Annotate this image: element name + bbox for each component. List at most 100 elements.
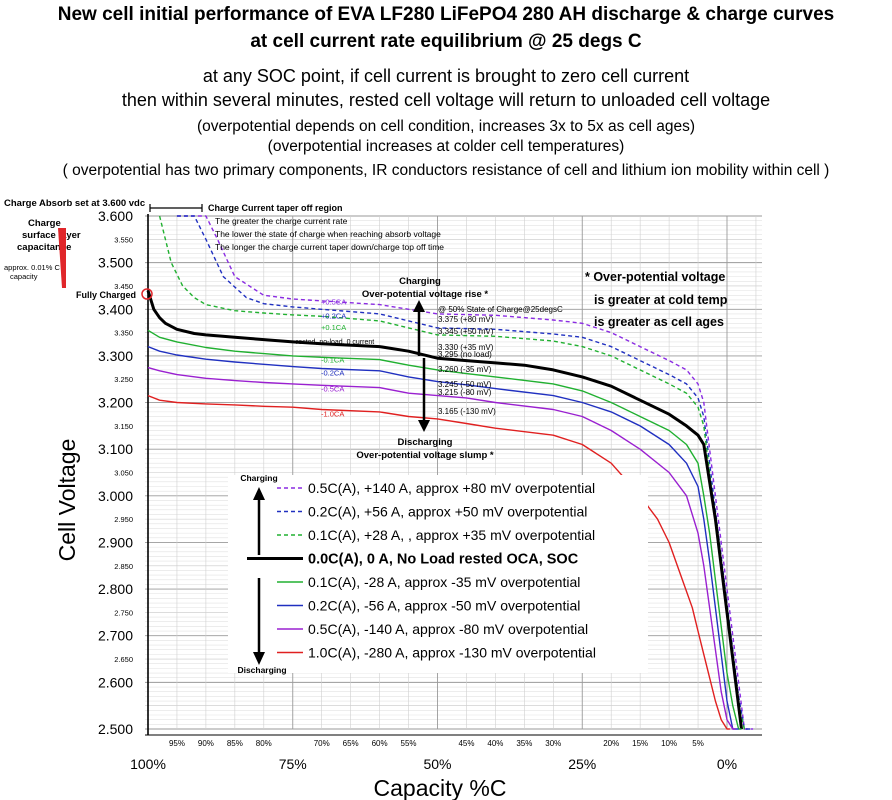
legend-charging-label: Charging (240, 473, 277, 483)
v-3215-label: 3.215 (-80 mV) (438, 388, 492, 397)
y-minor-tick-label: 3.550 (114, 235, 133, 244)
y-minor-tick-label: 3.250 (114, 375, 133, 384)
x-tick-label: 25% (568, 756, 596, 772)
series-line--0-1ca (147, 329, 742, 730)
series-line-0-ca-rested (146, 290, 743, 730)
surface-layer-wedge (58, 228, 66, 288)
x-minor-tick-label: 55% (401, 739, 417, 748)
y-tick-label: 2.500 (98, 721, 133, 737)
y-tick-label: 3.400 (98, 301, 133, 317)
y-minor-tick-label: 2.850 (114, 562, 133, 571)
y-tick-label: 3.000 (98, 488, 133, 504)
legend-entry: 0.1C(A), -28 A, approx -35 mV overpotent… (308, 574, 580, 590)
surface-layer-label-3: capacitance (17, 242, 71, 253)
x-minor-tick-label: 85% (227, 739, 243, 748)
surface-note-1: approx. 0.01% C (4, 263, 60, 272)
y-tick-label: 3.100 (98, 441, 133, 457)
series-label: -0.1CA (321, 356, 344, 365)
x-minor-tick-label: 20% (603, 739, 619, 748)
subtitle-line-4: (overpotential increases at colder cell … (267, 138, 625, 155)
series-label: -1.0CA (321, 410, 344, 419)
fully-charged-label: Fully Charged (76, 290, 136, 300)
x-tick-label: 0% (717, 756, 737, 772)
absorb-label: Charge Absorb set at 3.600 vdc (4, 198, 145, 209)
y-minor-tick-label: 2.750 (114, 608, 133, 617)
y-minor-tick-label: 2.650 (114, 655, 133, 664)
discharging-slump-label-1: Discharging (398, 437, 453, 448)
legend-discharging-label: Discharging (237, 665, 286, 675)
taper-note-3: The longer the charge current taper down… (215, 242, 444, 252)
series-label: +0.5CA (321, 297, 346, 306)
legend-charging-arrowhead (253, 487, 265, 500)
note-line-3: is greater as cell ages (594, 315, 724, 329)
x-minor-tick-label: 80% (256, 739, 272, 748)
y-tick-label: 3.300 (98, 348, 133, 364)
subtitle-line-2: then within several minutes, rested cell… (121, 90, 771, 110)
series-line--0-5ca (176, 215, 754, 730)
legend-entry: 0.5C(A), -140 A, approx -80 mV overpoten… (308, 621, 588, 637)
y-axis-label: Cell Voltage (54, 439, 80, 562)
charging-rise-arrowhead (413, 300, 425, 312)
title-line-1: New cell initial performance of EVA LF28… (57, 4, 835, 25)
soc50-label: @ 50% State of Charge@25degsC (438, 305, 563, 314)
v-3330-label: 3.330 (+35 mV) (438, 343, 494, 352)
x-minor-tick-label: 95% (169, 739, 185, 748)
subtitle-line-5: ( overpotential has two primary componen… (62, 162, 830, 179)
series-line--0-2ca (147, 345, 739, 730)
legend-box (228, 475, 648, 673)
legend-entry: 0.5C(A), +140 A, approx +80 mV overpoten… (308, 480, 595, 496)
taper-note-2: The lower the state of charge when reach… (215, 229, 441, 239)
taper-region-label: Charge Current taper off region (208, 203, 343, 213)
surface-note-2: capacity (10, 272, 38, 281)
x-minor-tick-label: 5% (692, 739, 704, 748)
y-tick-label: 2.900 (98, 534, 133, 550)
x-minor-tick-label: 10% (661, 739, 677, 748)
v-3260-label: 3.260 (-35 mV) (438, 365, 492, 374)
x-axis-label: Capacity %C (374, 775, 507, 800)
series-label: -0.2CA (321, 369, 344, 378)
series-line--0-5ca (147, 366, 736, 730)
note-line-1: * Over-potential voltage (585, 270, 725, 284)
legend-discharging-arrowhead (253, 652, 265, 665)
legend-entry: 0.1C(A), +28 A, , approx +35 mV overpote… (308, 527, 595, 543)
taper-note-1: The greater the charge current rate (215, 216, 348, 226)
x-minor-tick-label: 70% (314, 739, 330, 748)
legend-entry: 0.0C(A), 0 A, No Load rested OCA, SOC (308, 552, 579, 568)
x-minor-tick-label: 15% (632, 739, 648, 748)
charging-rise-label-1: Charging (399, 276, 441, 287)
v-3375-label: 3.375 (+80 mV) (438, 315, 494, 324)
x-tick-label: 75% (279, 756, 307, 772)
x-minor-tick-label: 60% (372, 739, 388, 748)
fully-charged-marker (141, 288, 153, 300)
subtitle-line-1: at any SOC point, if cell current is bro… (202, 66, 690, 86)
legend-entry: 1.0C(A), -280 A, approx -130 mV overpote… (308, 645, 596, 661)
title-line-2: at cell current rate equilibrium @ 25 de… (250, 31, 642, 52)
y-minor-tick-label: 3.350 (114, 329, 133, 338)
x-minor-tick-label: 65% (343, 739, 359, 748)
x-minor-tick-label: 35% (516, 739, 532, 748)
v-3165-label: 3.165 (-130 mV) (438, 407, 496, 416)
y-tick-label: 2.600 (98, 674, 133, 690)
surface-layer-label-1: Charge (28, 218, 61, 229)
x-minor-tick-label: 40% (487, 739, 503, 748)
series-label: +0.1CA (321, 323, 346, 332)
legend-entry: 0.2C(A), +56 A, approx +50 mV overpotent… (308, 504, 587, 520)
rested-label: rested, no-load, 0 current (296, 339, 374, 346)
series-label: -0.5CA (321, 384, 344, 393)
y-tick-label: 3.200 (98, 395, 133, 411)
y-tick-label: 3.500 (98, 255, 133, 271)
y-minor-tick-label: 3.150 (114, 422, 133, 431)
x-minor-tick-label: 30% (545, 739, 561, 748)
series-label: +0.2CA (321, 311, 346, 320)
charging-rise-label-2: Over-potential voltage rise * (362, 289, 488, 300)
x-tick-label: 100% (130, 756, 166, 772)
x-tick-label: 50% (423, 756, 451, 772)
surface-layer-label-2: surface layer (22, 230, 81, 241)
y-tick-label: 3.600 (98, 208, 133, 224)
y-minor-tick-label: 3.050 (114, 469, 133, 478)
discharging-slump-label-2: Over-potential voltage slump * (356, 450, 494, 461)
v-3295-label: 3.295 (no load) (438, 350, 492, 359)
v-3345-label: 3.345 (+50 mV) (438, 327, 494, 336)
series-line--1-0ca (147, 394, 730, 730)
